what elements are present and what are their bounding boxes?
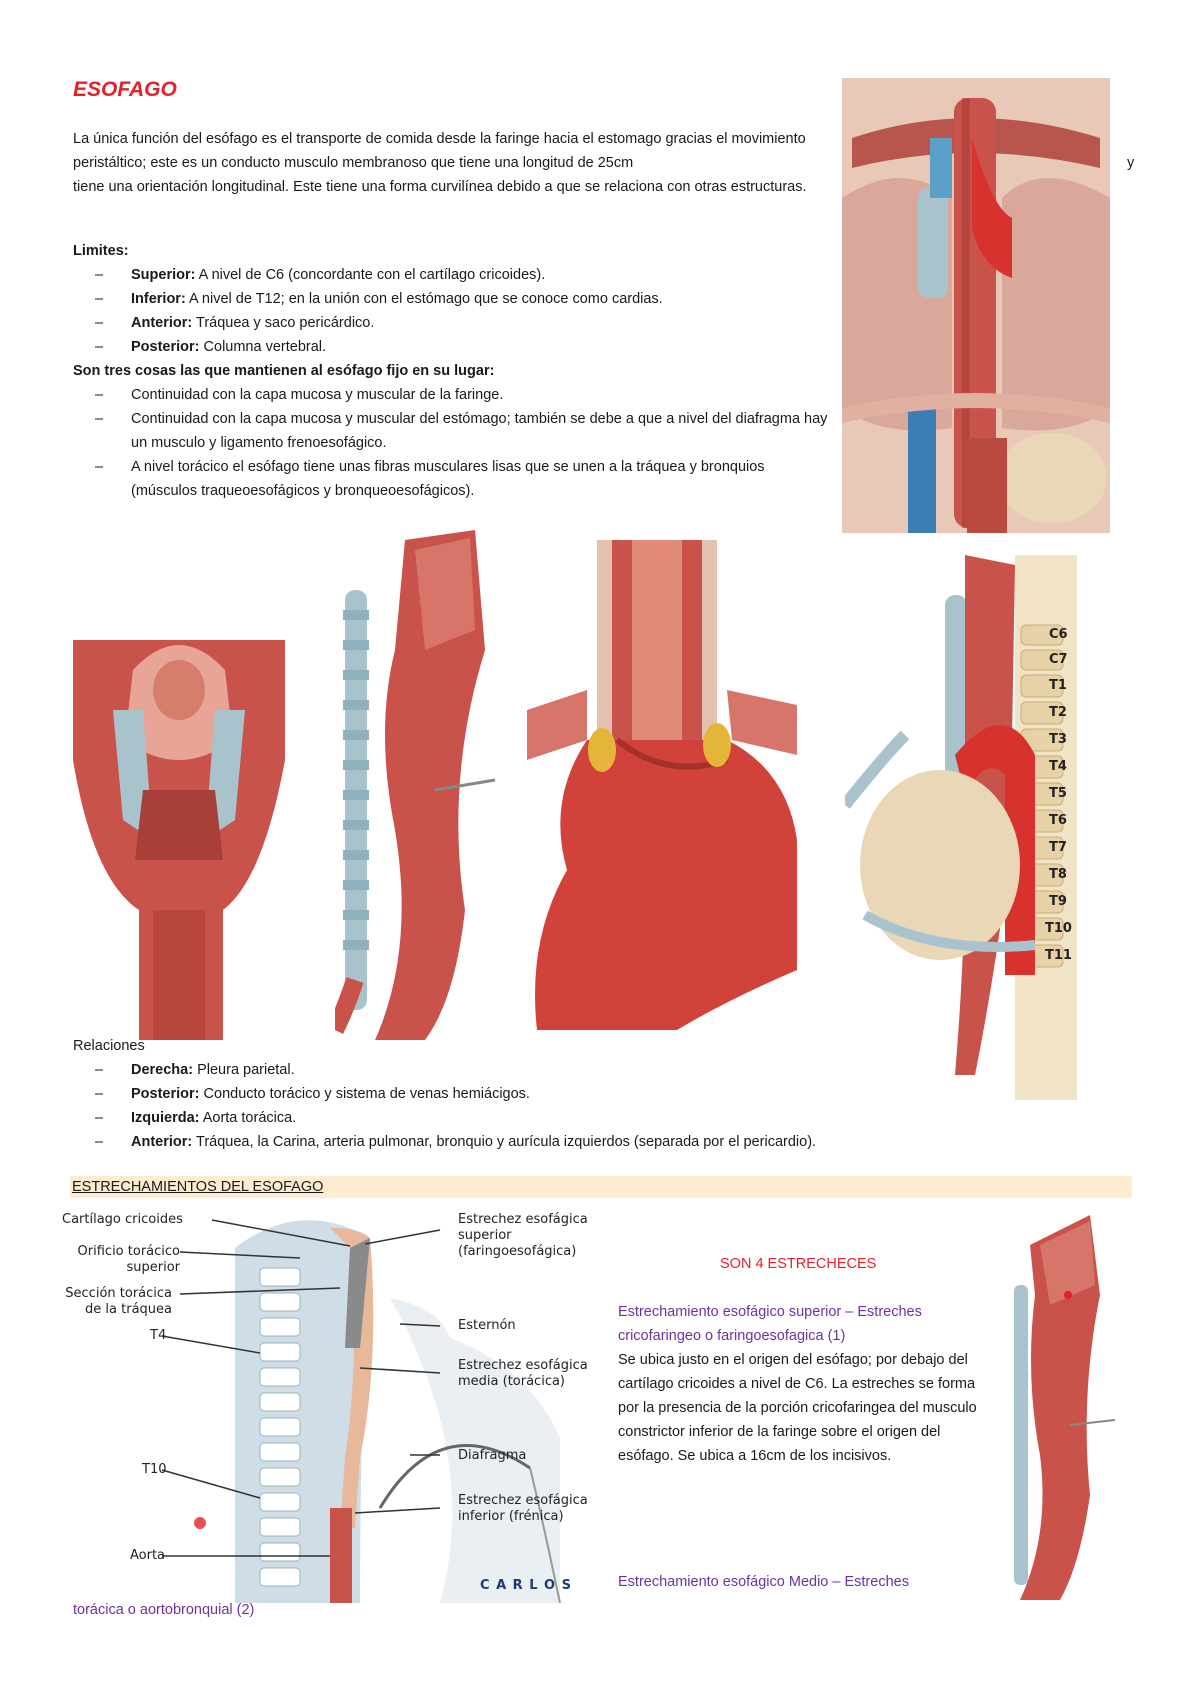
relations-list: Derecha: Pleura parietal. Posterior: Con… <box>73 1058 953 1154</box>
pharynx-posterior-illustration <box>73 580 285 1040</box>
label-cricoides: Cartílago cricoides <box>62 1212 183 1227</box>
relations-heading: Relaciones <box>73 1038 145 1054</box>
limit-label: Posterior: <box>131 339 200 355</box>
fixation-heading: Son tres cosas las que mantienen al esóf… <box>73 363 495 379</box>
intro-y: y <box>1127 155 1135 171</box>
spine-label: T4 <box>1049 759 1067 774</box>
intro-main-text: La única función del esófago es el trans… <box>73 131 806 171</box>
upper-narrowing-text: Se ubica justo en el origen del esófago;… <box>618 1352 977 1464</box>
spine-label: T10 <box>1045 921 1072 936</box>
relation-text: Pleura parietal. <box>193 1062 295 1078</box>
spine-label: T8 <box>1049 867 1067 882</box>
label-estrechez-superior: Estrechez esofágica superior (faringoeso… <box>458 1212 588 1259</box>
limit-inferior: Inferior: A nivel de T12; en la unión co… <box>73 287 833 311</box>
label-esternon: Esternón <box>458 1318 516 1333</box>
upper-narrowing-title: Estrechamiento esofágico superior – Estr… <box>618 1304 922 1344</box>
spine-label: T11 <box>1045 948 1072 963</box>
relation-label: Izquierda: <box>131 1110 200 1126</box>
label-estrechez-media: Estrechez esofágica media (torácica) <box>458 1358 588 1389</box>
limit-text: A nivel de T12; en la unión con el estóm… <box>185 291 663 307</box>
intro-tail: tiene una orientación longitudinal. Este… <box>73 179 807 195</box>
limits-section: Limites: Superior: A nivel de C6 (concor… <box>73 239 833 503</box>
label-orificio: Orificio torácico superior <box>77 1244 180 1275</box>
fixation-item: A nivel torácico el esófago tiene unas f… <box>73 455 833 503</box>
spine-label: T5 <box>1049 786 1067 801</box>
narrowings-diagram: Cartílago cricoides Orificio torácico su… <box>60 1208 620 1603</box>
relation-right: Derecha: Pleura parietal. <box>73 1058 953 1082</box>
spine-label: T7 <box>1049 840 1067 855</box>
credit-text: C A R L O S <box>480 1578 572 1593</box>
spine-label: C6 <box>1049 627 1068 642</box>
narrowings-count-heading: SON 4 ESTRECHECES <box>720 1256 877 1272</box>
limit-label: Anterior: <box>131 315 193 331</box>
fixation-item: Continuidad con la capa mucosa y muscula… <box>73 407 833 455</box>
spine-label: T3 <box>1049 732 1067 747</box>
fixation-list: Continuidad con la capa mucosa y muscula… <box>73 383 833 503</box>
limit-text: Columna vertebral. <box>199 339 327 355</box>
spine-label: C7 <box>1049 652 1068 667</box>
limit-label: Superior: <box>131 267 196 283</box>
limit-label: Inferior: <box>131 291 186 307</box>
relation-text: Aorta torácica. <box>199 1110 297 1126</box>
esophagus-side-illustration <box>1000 1215 1120 1600</box>
spine-label: T9 <box>1049 894 1067 909</box>
gastroesophageal-junction-illustration <box>527 540 797 1030</box>
limit-superior: Superior: A nivel de C6 (concordante con… <box>73 263 833 287</box>
label-t4: T4 <box>150 1328 167 1343</box>
page-title: ESOFAGO <box>73 78 177 101</box>
middle-narrowing-continuation: torácica o aortobronquial (2) <box>73 1602 255 1618</box>
spine-relations-illustration: C6 C7 T1 T2 T3 T4 T5 T6 T7 T8 T9 T10 T11 <box>845 555 1115 1100</box>
spine-label: T2 <box>1049 705 1067 720</box>
relation-label: Derecha: <box>131 1062 194 1078</box>
spine-label: T6 <box>1049 813 1067 828</box>
relation-text: Tráquea, la Carina, arteria pulmonar, br… <box>192 1134 817 1150</box>
relation-left: Izquierda: Aorta torácica. <box>73 1106 953 1130</box>
label-estrechez-inferior: Estrechez esofágica inferior (frénica) <box>458 1493 588 1524</box>
label-diafragma: Diafragma <box>458 1448 527 1463</box>
intro-paragraph: La única función del esófago es el trans… <box>73 127 823 175</box>
relation-label: Posterior: <box>131 1086 200 1102</box>
relation-posterior: Posterior: Conducto torácico y sistema d… <box>73 1082 953 1106</box>
limits-list: Superior: A nivel de C6 (concordante con… <box>73 263 833 359</box>
limit-posterior: Posterior: Columna vertebral. <box>73 335 833 359</box>
limits-heading: Limites: <box>73 243 129 259</box>
relation-anterior: Anterior: Tráquea, la Carina, arteria pu… <box>73 1130 953 1154</box>
section-heading-band: ESTRECHAMIENTOS DEL ESOFAGO <box>70 1176 1132 1198</box>
relation-text: Conducto torácico y sistema de venas hem… <box>199 1086 530 1102</box>
label-t10: T10 <box>142 1462 167 1477</box>
fixation-item: Continuidad con la capa mucosa y muscula… <box>73 383 833 407</box>
relation-label: Anterior: <box>131 1134 193 1150</box>
spine-label: T1 <box>1049 678 1067 693</box>
section-heading: ESTRECHAMIENTOS DEL ESOFAGO <box>72 1179 324 1195</box>
label-seccion: Sección torácica de la tráquea <box>65 1286 172 1317</box>
limit-text: Tráquea y saco pericárdico. <box>192 315 375 331</box>
esophagus-lateral-illustration <box>335 530 505 1040</box>
limit-anterior: Anterior: Tráquea y saco pericárdico. <box>73 311 833 335</box>
thorax-esophagus-illustration <box>842 78 1110 533</box>
label-aorta: Aorta <box>130 1548 166 1563</box>
middle-narrowing-title: Estrechamiento esofágico Medio – Estrech… <box>618 1574 909 1590</box>
limit-text: A nivel de C6 (concordante con el cartíl… <box>195 267 546 283</box>
relations-section: Relaciones Derecha: Pleura parietal. Pos… <box>73 1034 953 1154</box>
